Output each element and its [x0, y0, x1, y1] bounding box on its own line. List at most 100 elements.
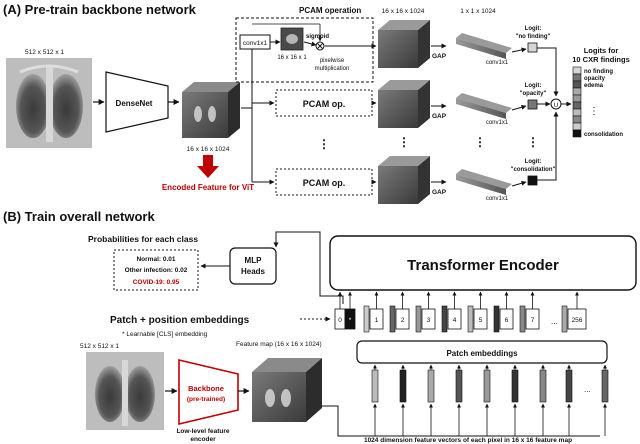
dots-findings: ⋮: [589, 106, 599, 117]
logits-column: [572, 66, 582, 138]
conv1x1-label-b2: conv1x1: [486, 120, 509, 126]
embedding-bar: [467, 305, 474, 333]
concat-symbol: U: [554, 102, 559, 109]
attention-size-label: 16 x 16 x 1: [277, 55, 307, 61]
feature-vector-bar: [455, 369, 463, 403]
conv1x1-label-b1: conv1x1: [486, 60, 509, 66]
attention-map-image: [280, 27, 304, 51]
logit-label-co-1: Logit:: [525, 159, 542, 165]
finding-consolidation: consolidation: [584, 132, 623, 138]
feature-ellipsis: ...: [584, 385, 591, 394]
embedding-bar: [363, 305, 370, 333]
pcam-op-box-3: [275, 168, 373, 196]
embedding-bar: [493, 305, 500, 333]
sigmoid-label: sigmoid: [306, 34, 329, 40]
patch-embeddings-box: [356, 340, 608, 364]
input-size-label: 512 x 512 x 1: [25, 49, 64, 56]
pcam-title: PCAM operation: [299, 6, 361, 15]
feature-vector-bar: [483, 369, 491, 403]
finding-no-finding: no finding: [584, 69, 613, 75]
finding-edema: edema: [584, 83, 604, 89]
feature-vector-row: ...: [371, 364, 609, 436]
embedding-bar: [561, 305, 568, 333]
logit-label-nf-1: Logit:: [525, 26, 542, 32]
token-label: 2: [401, 317, 405, 324]
dots-middle: ⋮: [318, 137, 330, 151]
logit-label-nf-2: "no finding": [516, 34, 551, 40]
prob-covid: COVID-19: 0.95: [133, 279, 180, 286]
token-label: 256: [572, 317, 583, 324]
finding-opacity: opacity: [584, 76, 606, 82]
lowlevel-label-2: encoder: [190, 436, 216, 443]
logit-label-co-2: "consolidation": [511, 167, 556, 173]
gap-label-3: GAP: [432, 189, 447, 196]
pcam-op-label-2: PCAM op.: [303, 99, 346, 109]
feature-vector-bar: [511, 369, 519, 403]
conv1x1-label: conv1x1: [243, 40, 268, 47]
transformer-encoder-label: Transformer Encoder: [407, 257, 559, 274]
token-label: 5: [479, 317, 483, 324]
feature-cube: [182, 82, 240, 138]
logits-title-1: Logits for: [584, 46, 619, 55]
dots-logit: ⋮: [527, 135, 539, 149]
densenet-block: DenseNet: [105, 71, 169, 133]
patch-position-label: Patch + position embeddings: [110, 315, 250, 326]
feature-size-label: 16 x 16 x 1024: [187, 146, 230, 153]
dots-vector: ⋮: [474, 135, 486, 149]
probabilities-box: [113, 249, 199, 291]
backbone-label-2: (pre-trained): [187, 396, 225, 403]
token-label: 0: [338, 317, 342, 324]
embedding-bar: [389, 305, 396, 333]
densenet-label: DenseNet: [116, 99, 153, 108]
gap-label-1: GAP: [432, 53, 447, 60]
dots-cube: ⋮: [398, 135, 410, 149]
lowlevel-label-1: Low-level feature: [176, 428, 229, 435]
pixelwise-label-2: multiplication: [315, 66, 350, 72]
mlp-label-2: Heads: [241, 267, 266, 276]
patch-embeddings-label: Patch embeddings: [446, 349, 518, 358]
embedding-bar: [519, 305, 526, 333]
prob-normal: Normal: 0.01: [136, 256, 175, 263]
feature-vector-bar: [565, 369, 573, 403]
prob-other-infection: Other infection: 0.02: [125, 267, 188, 274]
backbone-block: [178, 358, 239, 426]
pcam-op-box-2: [275, 89, 373, 117]
pcam-operation-box: [235, 17, 374, 83]
cls-note: * Learnable [CLS] embedding: [122, 331, 208, 338]
logit-box-opacity: [527, 99, 538, 110]
feature-vector-bar: [399, 369, 407, 403]
gap-vector-1: [456, 33, 512, 59]
mlp-heads-box: [229, 247, 277, 285]
feature-vector-bar: [601, 369, 609, 403]
embedding-bar: [415, 305, 422, 333]
chest-xray-image: [6, 58, 92, 148]
token-label: 3: [427, 317, 431, 324]
section-a-title: (A) Pre-train backbone network: [3, 2, 197, 17]
gap-label-2: GAP: [432, 113, 447, 120]
gap-vector-3: [456, 169, 512, 195]
feature-vector-bar: [371, 369, 379, 403]
backbone-label-1: Backbone: [188, 384, 224, 393]
pixelwise-label-1: pixelwise: [320, 58, 345, 64]
gap-vector-2: [456, 93, 512, 119]
token-label: 4: [453, 317, 457, 324]
feature-map-label: Feature map (16 x 16 x 1024): [236, 341, 322, 348]
vector-size-label: 1 x 1 x 1024: [460, 8, 496, 15]
mlp-label-1: MLP: [245, 256, 263, 265]
branch-cube-1: [378, 20, 430, 68]
token-ellipsis: ...: [551, 317, 558, 326]
multiply-operator: [315, 41, 325, 51]
branch-cube-2: [378, 80, 430, 128]
token-label: 6: [505, 317, 509, 324]
probabilities-title: Probabilities for each class: [88, 234, 198, 244]
section-b-title: (B) Train overall network: [3, 209, 155, 224]
logit-box-no-finding: [527, 42, 538, 53]
logits-title-2: 10 CXR findings: [572, 55, 630, 64]
logit-box-consolidation: [527, 175, 538, 186]
feature-vectors-label: 1024 dimension feature vectors of each p…: [364, 437, 572, 444]
logit-label-op-2: "opacity": [520, 91, 547, 97]
cube-size-label: 16 x 16 x 1024: [382, 8, 425, 15]
logit-label-op-1: Logit:: [525, 83, 542, 89]
